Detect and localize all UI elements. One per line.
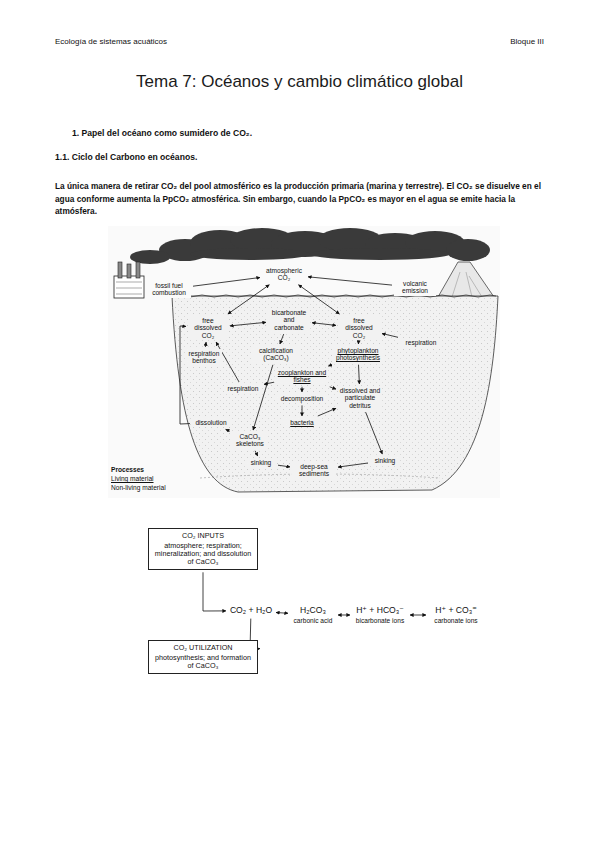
node-text: H⁺ + HCO₃⁻ — [353, 606, 407, 616]
flow-arrow — [410, 615, 426, 616]
flow-arrow — [308, 277, 392, 285]
volcano — [438, 262, 494, 297]
cycle-node: dissolved and particulate detritus — [338, 386, 382, 410]
process-box: CO₂ INPUTS atmosphere; respiration; miner… — [148, 528, 258, 570]
legend-entry: Non-living material — [111, 484, 166, 491]
node-text: CaCO₃ skeletons — [233, 433, 267, 448]
node-text: bicarbonate and carbonate — [269, 309, 309, 331]
node-subtext: photosynthesis; and formation of CaCO₃ — [153, 654, 253, 670]
flow-arrow — [255, 451, 258, 456]
node-text: sinking — [247, 459, 275, 466]
cycle-node: fossil fuel combustion — [147, 281, 191, 298]
section-heading: 1. Papel del océano como sumidero de CO₂… — [72, 128, 472, 138]
node-text: phytoplankton photosynthesis — [333, 347, 383, 362]
flow-arrow — [338, 463, 368, 467]
node-text: respiration — [401, 339, 441, 346]
legend-entry: Processes — [111, 466, 144, 473]
node-subtext: atmosphere; respiration; mineralization;… — [153, 542, 253, 566]
cycle-node: respiration benthos — [186, 349, 222, 366]
cycle-node: CO₂ + H₂O — [228, 605, 274, 617]
flow-arrow — [230, 322, 266, 326]
node-text: fossil fuel combustion — [148, 282, 190, 297]
node-text: bacteria — [283, 419, 321, 426]
node-text: calcification (CaCO₃) — [253, 347, 299, 362]
figure-ground — [108, 226, 500, 498]
flow-arrow — [366, 412, 383, 454]
cycle-node: deep-sea sediments — [292, 462, 336, 479]
cycle-node: dissolution — [192, 418, 230, 427]
cycle-node: zooplankton and fishes — [276, 368, 328, 385]
cycle-node: phytoplankton photosynthesis — [332, 346, 384, 363]
flow-arrow — [338, 615, 350, 616]
flow-arrow — [226, 429, 230, 431]
node-text: H⁺ + CO₃⁼ — [429, 606, 483, 616]
node-text: atmospheric CO₂ — [263, 267, 305, 282]
cycle-node: bicarbonate and carbonate — [268, 308, 310, 332]
running-header: Bloque III — [420, 37, 544, 47]
flow-arrow — [264, 382, 274, 384]
flow-arrow — [318, 408, 336, 416]
cycle-node: volcanic emission — [394, 279, 436, 296]
node-subtext: bicarbonate ions — [353, 617, 407, 624]
cycle-node: H₂CO₃carbonic acid — [290, 605, 336, 625]
node-text: sinking — [371, 457, 399, 464]
flow-arrow — [193, 278, 260, 287]
cycle-node: H⁺ + HCO₃⁻bicarbonate ions — [352, 605, 408, 625]
flow-arrow — [382, 334, 398, 338]
node-text: decomposition — [277, 395, 327, 402]
cycle-node: bacteria — [282, 418, 322, 427]
flow-arrow — [302, 405, 303, 416]
cycle-node: free dissolved CO₂ — [338, 316, 380, 340]
flow-arrow — [358, 342, 359, 344]
cycle-node: sinking — [370, 456, 400, 465]
flow-arrow — [358, 365, 360, 384]
node-text: dissolution — [193, 419, 229, 426]
node-text: free dissolved CO₂ — [189, 317, 227, 339]
running-header: Ecología de sistemas acuáticos — [55, 37, 255, 47]
flow-arrow — [228, 285, 269, 314]
ocean-basin — [172, 296, 498, 492]
cycle-node: respiration — [400, 338, 442, 347]
cycle-node: CaCO₃ skeletons — [232, 432, 268, 449]
cycle-node: free dissolved CO₂ — [188, 316, 228, 340]
node-text: deep-sea sediments — [293, 463, 335, 478]
flow-arrow — [203, 572, 226, 611]
process-box: CO₂ UTILIZATION photosynthesis; and forma… — [148, 640, 258, 674]
smoke-clouds — [130, 228, 490, 264]
cycle-node: decomposition — [276, 394, 328, 403]
node-text: CO₂ + H₂O — [229, 606, 273, 616]
factory — [114, 262, 144, 298]
cycle-node: atmospheric CO₂ — [262, 266, 306, 283]
cycle-node: calcification (CaCO₃) — [252, 346, 300, 363]
section-heading: 1.1. Ciclo del Carbono en océanos. — [55, 152, 455, 162]
body-paragraph: La única manera de retirar CO₂ del pool … — [55, 180, 547, 218]
flow-arrow — [280, 334, 284, 344]
flow-arrow — [253, 365, 273, 430]
node-text: volcanic emission — [395, 280, 435, 295]
flow-arrow — [302, 387, 303, 392]
node-text: respiration — [225, 385, 261, 392]
node-text: zooplankton and fishes — [277, 369, 327, 384]
legend-entry: Living material — [111, 475, 154, 482]
node-text: CO₂ UTILIZATION — [153, 644, 253, 652]
cycle-node: respiration — [224, 384, 262, 393]
node-text: H₂CO₃ — [291, 606, 335, 616]
node-text: respiration benthos — [187, 350, 221, 365]
node-text: dissolved and particulate detritus — [339, 387, 381, 409]
flow-arrow — [312, 323, 336, 326]
node-subtext: carbonic acid — [291, 617, 335, 624]
cycle-node: sinking — [246, 458, 276, 467]
flow-arrow — [180, 326, 190, 424]
water-surface — [172, 295, 496, 297]
cycle-node: H⁺ + CO₃⁼carbonate ions — [428, 605, 484, 625]
flow-arrow — [205, 342, 207, 347]
page-title: Tema 7: Océanos y cambio climático globa… — [0, 72, 599, 92]
flow-arrow — [278, 465, 290, 467]
node-text: free dissolved CO₂ — [339, 317, 379, 339]
node-subtext: carbonate ions — [429, 617, 483, 624]
node-text: CO₂ INPUTS — [153, 532, 253, 540]
flow-arrow — [276, 612, 288, 614]
flow-arrow — [330, 387, 336, 389]
flow-arrow — [328, 365, 331, 366]
